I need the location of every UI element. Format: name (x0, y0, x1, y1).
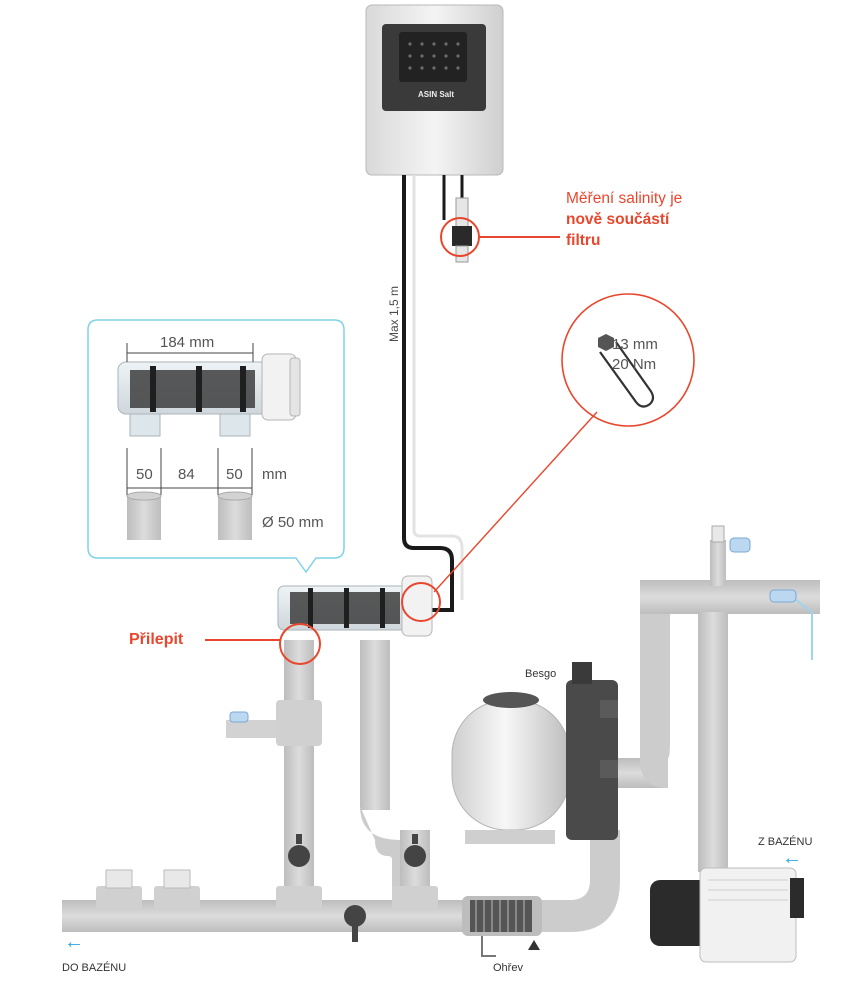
torque-label: 20 Nm (612, 356, 657, 373)
gap-middle-label: 84 (178, 466, 195, 483)
wrench-icon (598, 334, 655, 408)
arrow-left-icon: ← (64, 931, 84, 953)
valve-icon (288, 834, 426, 942)
heater (462, 896, 542, 957)
from-pool-label: Z BAZÉNU (758, 836, 813, 848)
length-dimension-label: 184 mm (160, 334, 215, 351)
gap-left-label: 50 (136, 466, 153, 483)
salinity-line-1: Měření salinity je (566, 190, 683, 207)
electrolysis-cell (277, 575, 433, 637)
salinity-annotation: Měření salinity je nově součástí filtru (566, 188, 716, 251)
sand-filter (451, 692, 571, 844)
heater-label: Ohřev (493, 962, 523, 974)
glue-annotation: Přilepit (129, 631, 184, 648)
salinity-sensor (452, 197, 472, 263)
dimension-lines (126, 343, 254, 495)
dimension-unit-label: mm (262, 466, 287, 483)
connection-highlight-circle (401, 582, 441, 622)
gap-right-label: 50 (226, 466, 243, 483)
glue-highlight-circle (279, 623, 321, 665)
pipe-stub-right (218, 496, 252, 540)
dimension-inset (87, 319, 345, 574)
device-brand-label: ASIN Salt (418, 90, 455, 99)
pump (650, 867, 804, 963)
wrench-size-label: 13 mm (612, 336, 658, 353)
pipe-stub-left (127, 496, 161, 540)
inset-electrolysis-cell (117, 353, 301, 437)
salinity-line-3: filtru (566, 232, 601, 249)
to-pool-label: DO BAZÉNU (62, 962, 127, 974)
filter-label: Besgo (525, 668, 557, 680)
control-unit (365, 4, 504, 176)
cable-length-label: Max 1,5 m (387, 285, 401, 342)
salinity-line-2: nově součástí (566, 211, 670, 228)
multiport-valve (566, 662, 618, 840)
pipe-diameter-label: Ø 50 mm (262, 514, 324, 531)
arrow-left-icon: ← (782, 847, 802, 869)
